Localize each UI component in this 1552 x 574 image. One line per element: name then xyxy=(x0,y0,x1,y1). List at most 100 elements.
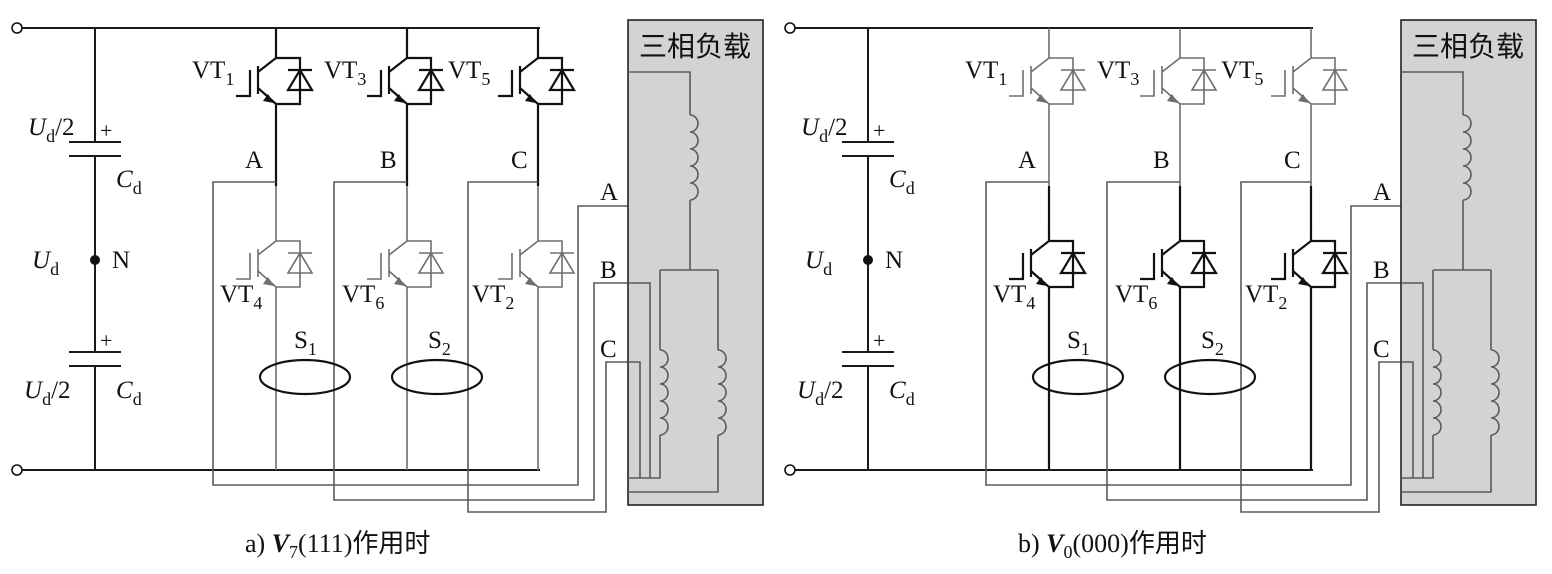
winding-a-coil xyxy=(689,114,699,201)
diode-triangle xyxy=(1059,68,1087,91)
load-terminal-label-c: C xyxy=(1373,336,1390,363)
capacitor-label-bottom: Cd xyxy=(889,377,915,409)
phase-label: A xyxy=(1018,147,1036,174)
emitter-arrow xyxy=(394,277,405,286)
upper-switch-2 xyxy=(1140,42,1218,118)
load-terminal-label-a: A xyxy=(1373,179,1391,206)
terminal-b-route xyxy=(628,282,651,478)
lower-switch-label: VT6 xyxy=(1115,281,1157,313)
half-voltage-label-top: Ud/2 xyxy=(801,114,848,146)
phase-label: A xyxy=(245,147,263,174)
current-sensor-s2 xyxy=(1163,358,1257,396)
igbt-emitter xyxy=(1292,87,1312,118)
igbt-gate xyxy=(236,253,251,280)
emitter-arrow xyxy=(263,94,274,103)
emitter-arrow xyxy=(525,277,536,286)
igbt-collector xyxy=(388,42,409,73)
igbt-collector xyxy=(1161,42,1181,73)
terminal-negative xyxy=(784,464,796,476)
igbt-collector xyxy=(388,226,408,256)
sensor-label-s1: S1 xyxy=(294,327,317,359)
neutral-node xyxy=(90,255,100,265)
igbt-collector xyxy=(257,42,278,73)
terminal-c-route xyxy=(1401,361,1414,478)
diode-triangle xyxy=(548,251,576,274)
winding-c-return xyxy=(628,435,719,493)
diode-triangle xyxy=(1321,68,1349,91)
plus-sign-top: + xyxy=(873,118,885,143)
neutral-label: N xyxy=(112,247,130,274)
diode-triangle xyxy=(286,67,314,92)
winding-a-lead xyxy=(1401,71,1464,115)
load-box xyxy=(627,19,764,506)
lower-switch-label: VT2 xyxy=(1245,281,1287,313)
emitter-arrow xyxy=(394,94,405,103)
lower-switch-label: VT6 xyxy=(342,281,384,313)
diode-triangle xyxy=(1190,250,1218,275)
emitter-arrow xyxy=(1167,277,1178,286)
diode-leads xyxy=(276,56,302,106)
neutral-label: N xyxy=(885,247,903,274)
winding-b-coil xyxy=(659,349,669,436)
emitter-arrow xyxy=(1036,94,1047,103)
lower-switch-1 xyxy=(1009,226,1087,300)
phase-output-wire-2 xyxy=(333,181,628,501)
current-sensor-s1 xyxy=(258,358,352,396)
sensor-label-s1: S1 xyxy=(1067,327,1090,359)
dc-voltage-label: Ud xyxy=(32,247,59,279)
plus-sign-bottom: + xyxy=(873,328,885,353)
upper-switch-3 xyxy=(1271,42,1349,118)
lower-switch-3 xyxy=(498,226,576,300)
diode-triangle xyxy=(417,67,445,92)
plus-sign-top: + xyxy=(100,118,112,143)
terminal-positive xyxy=(784,22,796,34)
diode-leads xyxy=(538,56,564,106)
winding-c-coil xyxy=(717,349,727,436)
phase-output-wire-3 xyxy=(1240,181,1401,513)
load-box xyxy=(1400,19,1537,506)
emitter-arrow xyxy=(1036,277,1047,286)
phase-output-wire-2 xyxy=(1106,181,1401,501)
igbt-emitter xyxy=(519,87,540,118)
emitter-arrow xyxy=(1298,277,1309,286)
igbt-gate xyxy=(367,253,382,280)
igbt-gate xyxy=(1009,70,1024,97)
diode-triangle xyxy=(548,67,576,92)
upper-switch-1 xyxy=(236,42,314,118)
diode-triangle xyxy=(417,251,445,274)
phase-output-wire-3 xyxy=(467,181,628,513)
upper-switch-label: VT5 xyxy=(1221,57,1263,89)
sensor-label-s2: S2 xyxy=(1201,327,1224,359)
diode-leads xyxy=(1049,57,1074,105)
diode-leads xyxy=(538,240,563,288)
upper-switch-label: VT1 xyxy=(192,57,234,89)
winding-a-coil xyxy=(1462,114,1472,201)
upper-switch-label: VT3 xyxy=(1097,57,1139,89)
winding-c-return xyxy=(1401,435,1492,493)
diode-leads xyxy=(1180,57,1205,105)
igbt-gate xyxy=(1271,70,1286,97)
capacitor-label-top: Cd xyxy=(889,166,915,198)
lower-switch-2 xyxy=(367,226,445,300)
terminal-b-route xyxy=(1401,282,1424,478)
winding-b-return xyxy=(628,435,661,479)
igbt-emitter xyxy=(1030,87,1050,118)
upper-switch-3 xyxy=(498,42,576,118)
terminal-positive xyxy=(11,22,23,34)
lower-switch-label: VT2 xyxy=(472,281,514,313)
sensor-label-s2: S2 xyxy=(428,327,451,359)
winding-a-lead xyxy=(628,71,691,115)
igbt-gate xyxy=(236,70,252,98)
emitter-arrow xyxy=(1167,94,1178,103)
igbt-emitter xyxy=(257,87,278,118)
winding-b-coil xyxy=(1432,349,1442,436)
diode-leads xyxy=(407,56,433,106)
half-voltage-label-top: Ud/2 xyxy=(28,114,75,146)
upper-switch-label: VT3 xyxy=(324,57,366,89)
diode-leads xyxy=(1180,239,1206,289)
upper-switch-2 xyxy=(367,42,445,118)
upper-switch-label: VT5 xyxy=(448,57,490,89)
lower-switch-2 xyxy=(1140,226,1218,300)
